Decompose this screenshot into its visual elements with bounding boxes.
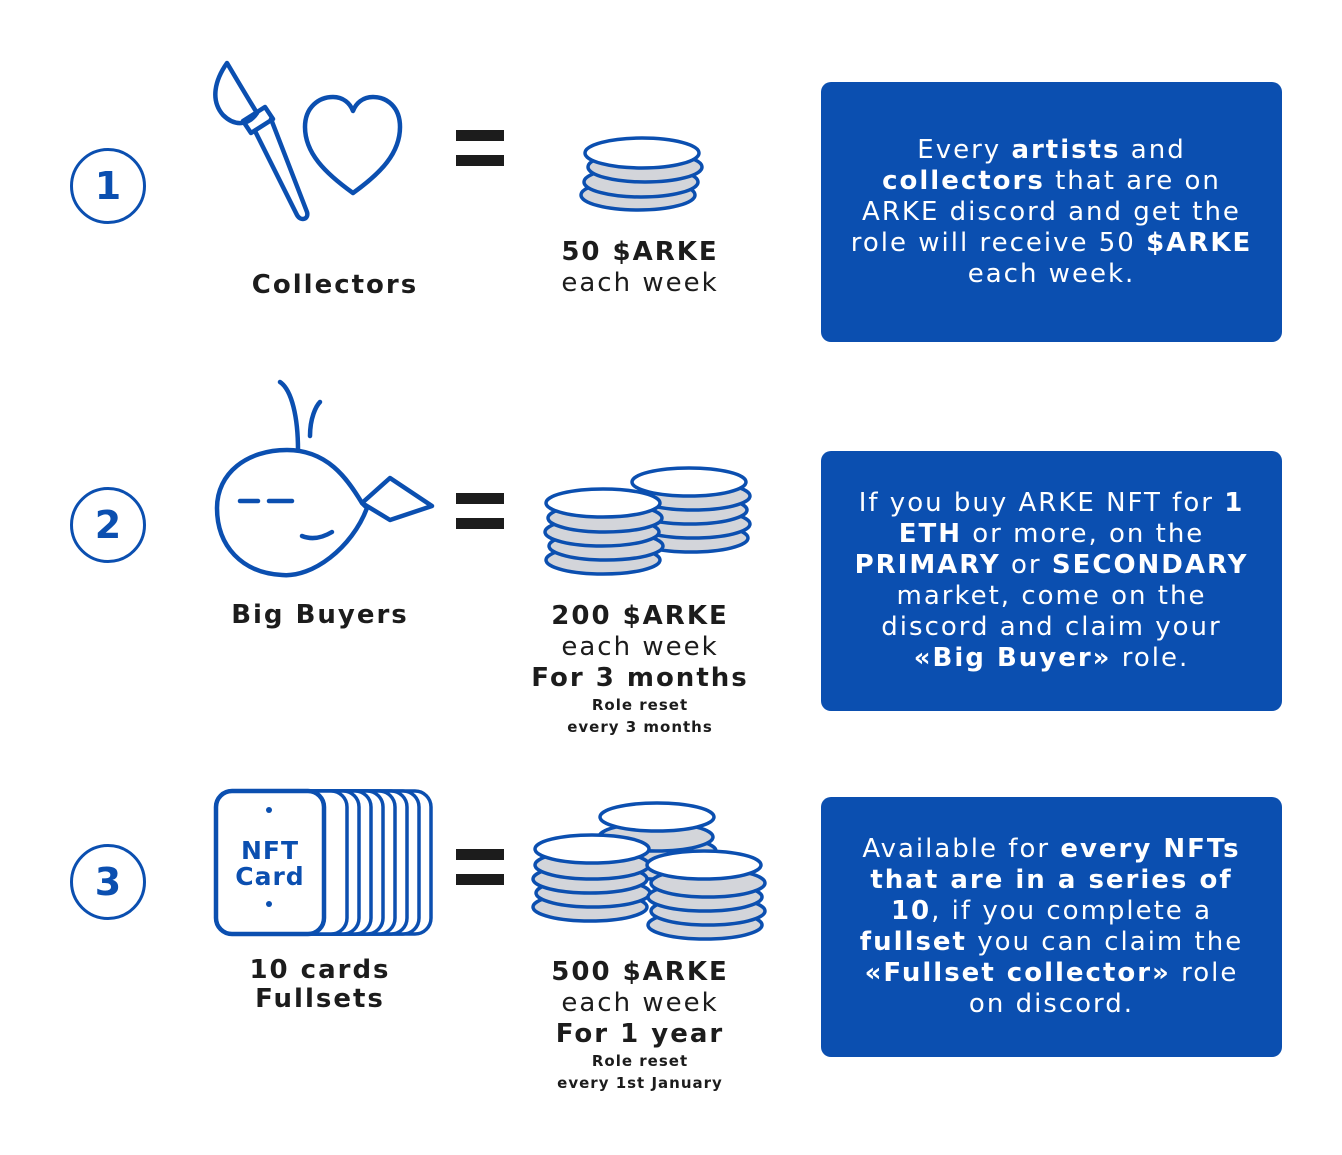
whale-icon — [214, 379, 435, 578]
equals-sign-3 — [456, 849, 504, 899]
role-reset-line-1: Role reset — [591, 1052, 689, 1070]
reward-amount: 50 $ARKE — [561, 237, 719, 267]
step-number-2: 2 — [70, 487, 146, 563]
role-reset-line-2: every 1st January — [557, 1074, 723, 1092]
nft-card-stack-icon — [213, 788, 433, 937]
row-3-reward: 500 $ARKE each week For 1 year Role rese… — [510, 956, 770, 1094]
reward-amount: 500 $ARKE — [551, 957, 729, 987]
step-number-1: 1 — [70, 148, 146, 224]
role-reset-line-1: Role reset — [591, 696, 689, 714]
row-1-label: Collectors — [251, 270, 419, 300]
reward-amount: 200 $ARKE — [551, 601, 729, 631]
row-3-description: Available for every NFTs that are in a s… — [859, 834, 1244, 1019]
row-1-description-panel: Every artists and collectors that are on… — [821, 82, 1282, 342]
step-number-3: 3 — [70, 844, 146, 920]
reward-duration: For 1 year — [555, 1019, 725, 1049]
equals-sign-2 — [456, 493, 504, 543]
row-3-description-panel: Available for every NFTs that are in a s… — [821, 797, 1282, 1057]
row-2-description: If you buy ARKE NFT for 1 ETH or more, o… — [854, 488, 1249, 673]
nft-card-text: NFT Card — [235, 836, 305, 891]
reward-period: each week — [561, 632, 719, 662]
row-2-label: Big Buyers — [231, 600, 409, 630]
equals-sign-1 — [456, 130, 504, 180]
row-1-reward: 50 $ARKE each week — [510, 236, 770, 298]
row-3-label: 10 cards Fullsets — [249, 955, 391, 1014]
row-2-description-panel: If you buy ARKE NFT for 1 ETH or more, o… — [821, 451, 1282, 711]
row-2-reward: 200 $ARKE each week For 3 months Role re… — [510, 600, 770, 738]
coin-stack-icon — [531, 801, 767, 941]
row-1-description: Every artists and collectors that are on… — [850, 134, 1253, 289]
role-reset-line-2: every 3 months — [567, 718, 713, 736]
reward-duration: For 3 months — [531, 663, 749, 693]
coin-stack-icon — [543, 466, 752, 576]
reward-period: each week — [561, 268, 719, 298]
coin-stack-icon — [579, 136, 704, 212]
reward-period: each week — [561, 988, 719, 1018]
paintbrush-heart-icon — [213, 60, 403, 222]
